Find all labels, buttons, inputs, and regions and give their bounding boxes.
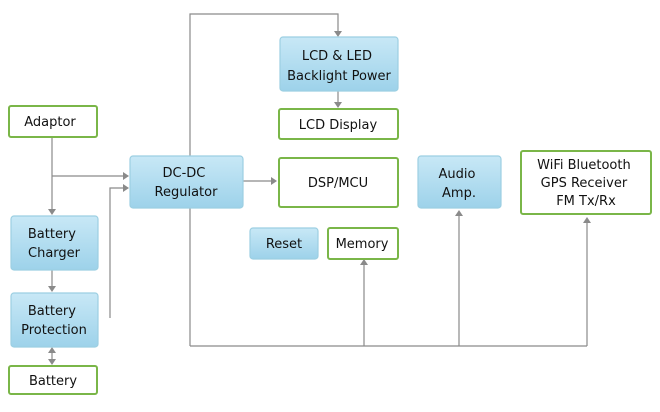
block-lcd-display: LCD Display [278, 108, 399, 140]
block-dsp-label: DSP/MCU [308, 176, 368, 191]
block-wireless: WiFi Bluetooth GPS Receiver FM Tx/Rx [520, 150, 652, 215]
arrowhead-dcdc-top [123, 172, 129, 180]
block-reset: Reset [249, 227, 319, 260]
block-adaptor: Adaptor [8, 105, 98, 138]
svg-text:Battery Charger: Battery Charger [28, 227, 81, 261]
arrowhead-battery-down [48, 359, 56, 365]
arrowhead-protection [48, 286, 56, 292]
arrowhead-charger [48, 209, 56, 215]
block-battery-charger: Battery Charger [10, 215, 99, 271]
arrowhead-memory [360, 259, 368, 265]
svg-text:WiFi Bluetooth GPS Recei: WiFi Bluetooth GPS Receiver FM Tx/Rx [537, 158, 635, 209]
block-dcdc-line1: DC-DC [162, 166, 205, 181]
block-battery: Battery [8, 365, 98, 395]
arrowhead-dsp [271, 177, 277, 185]
block-memory-label: Memory [336, 237, 389, 252]
connections [51, 13, 588, 360]
arrowhead-wireless [583, 217, 591, 223]
block-dsp-mcu: DSP/MCU [278, 157, 399, 208]
arrowhead-lcd-display [334, 102, 342, 108]
arrowhead-lcd-power [334, 31, 342, 37]
wire-protection-to-dcdc [109, 187, 124, 318]
svg-text:DC-DC Regulator: DC-DC Regulator [155, 166, 219, 200]
arrowhead-protection-up [48, 347, 56, 353]
block-battery-label: Battery [29, 374, 77, 389]
block-audio-line2: Amp. [442, 186, 476, 201]
block-charger-line1: Battery [28, 227, 76, 242]
svg-text:LCD & LED Backlight Powe: LCD & LED Backlight Power [287, 49, 391, 84]
block-lcd-power-line1: LCD & LED [302, 49, 372, 64]
block-wireless-line3: FM Tx/Rx [556, 194, 616, 209]
arrowheads [48, 31, 591, 365]
block-lcd-power: LCD & LED Backlight Power [279, 36, 399, 92]
block-memory: Memory [327, 227, 399, 260]
block-wireless-line1: WiFi Bluetooth [537, 158, 631, 173]
block-dcdc-line2: Regulator [155, 185, 219, 200]
block-dcdc-regulator: DC-DC Regulator [129, 155, 244, 209]
block-protection-line1: Battery [28, 304, 76, 319]
block-reset-label: Reset [266, 237, 302, 252]
block-charger-line2: Charger [28, 246, 81, 261]
block-battery-protection: Battery Protection [10, 292, 99, 348]
arrowhead-dcdc-bottom [123, 184, 129, 192]
block-audio-line1: Audio [438, 167, 475, 182]
arrowhead-audio [455, 210, 463, 216]
svg-text:Audio Amp.: Audio Amp. [438, 167, 479, 201]
block-lcd-power-line2: Backlight Power [287, 69, 391, 84]
block-lcd-display-label: LCD Display [299, 118, 378, 133]
svg-text:Battery Protection: Battery Protection [21, 304, 87, 338]
block-audio-amp: Audio Amp. [417, 155, 502, 209]
block-protection-line2: Protection [21, 323, 87, 338]
block-wireless-line2: GPS Receiver [541, 176, 628, 191]
block-adaptor-label: Adaptor [24, 115, 76, 130]
